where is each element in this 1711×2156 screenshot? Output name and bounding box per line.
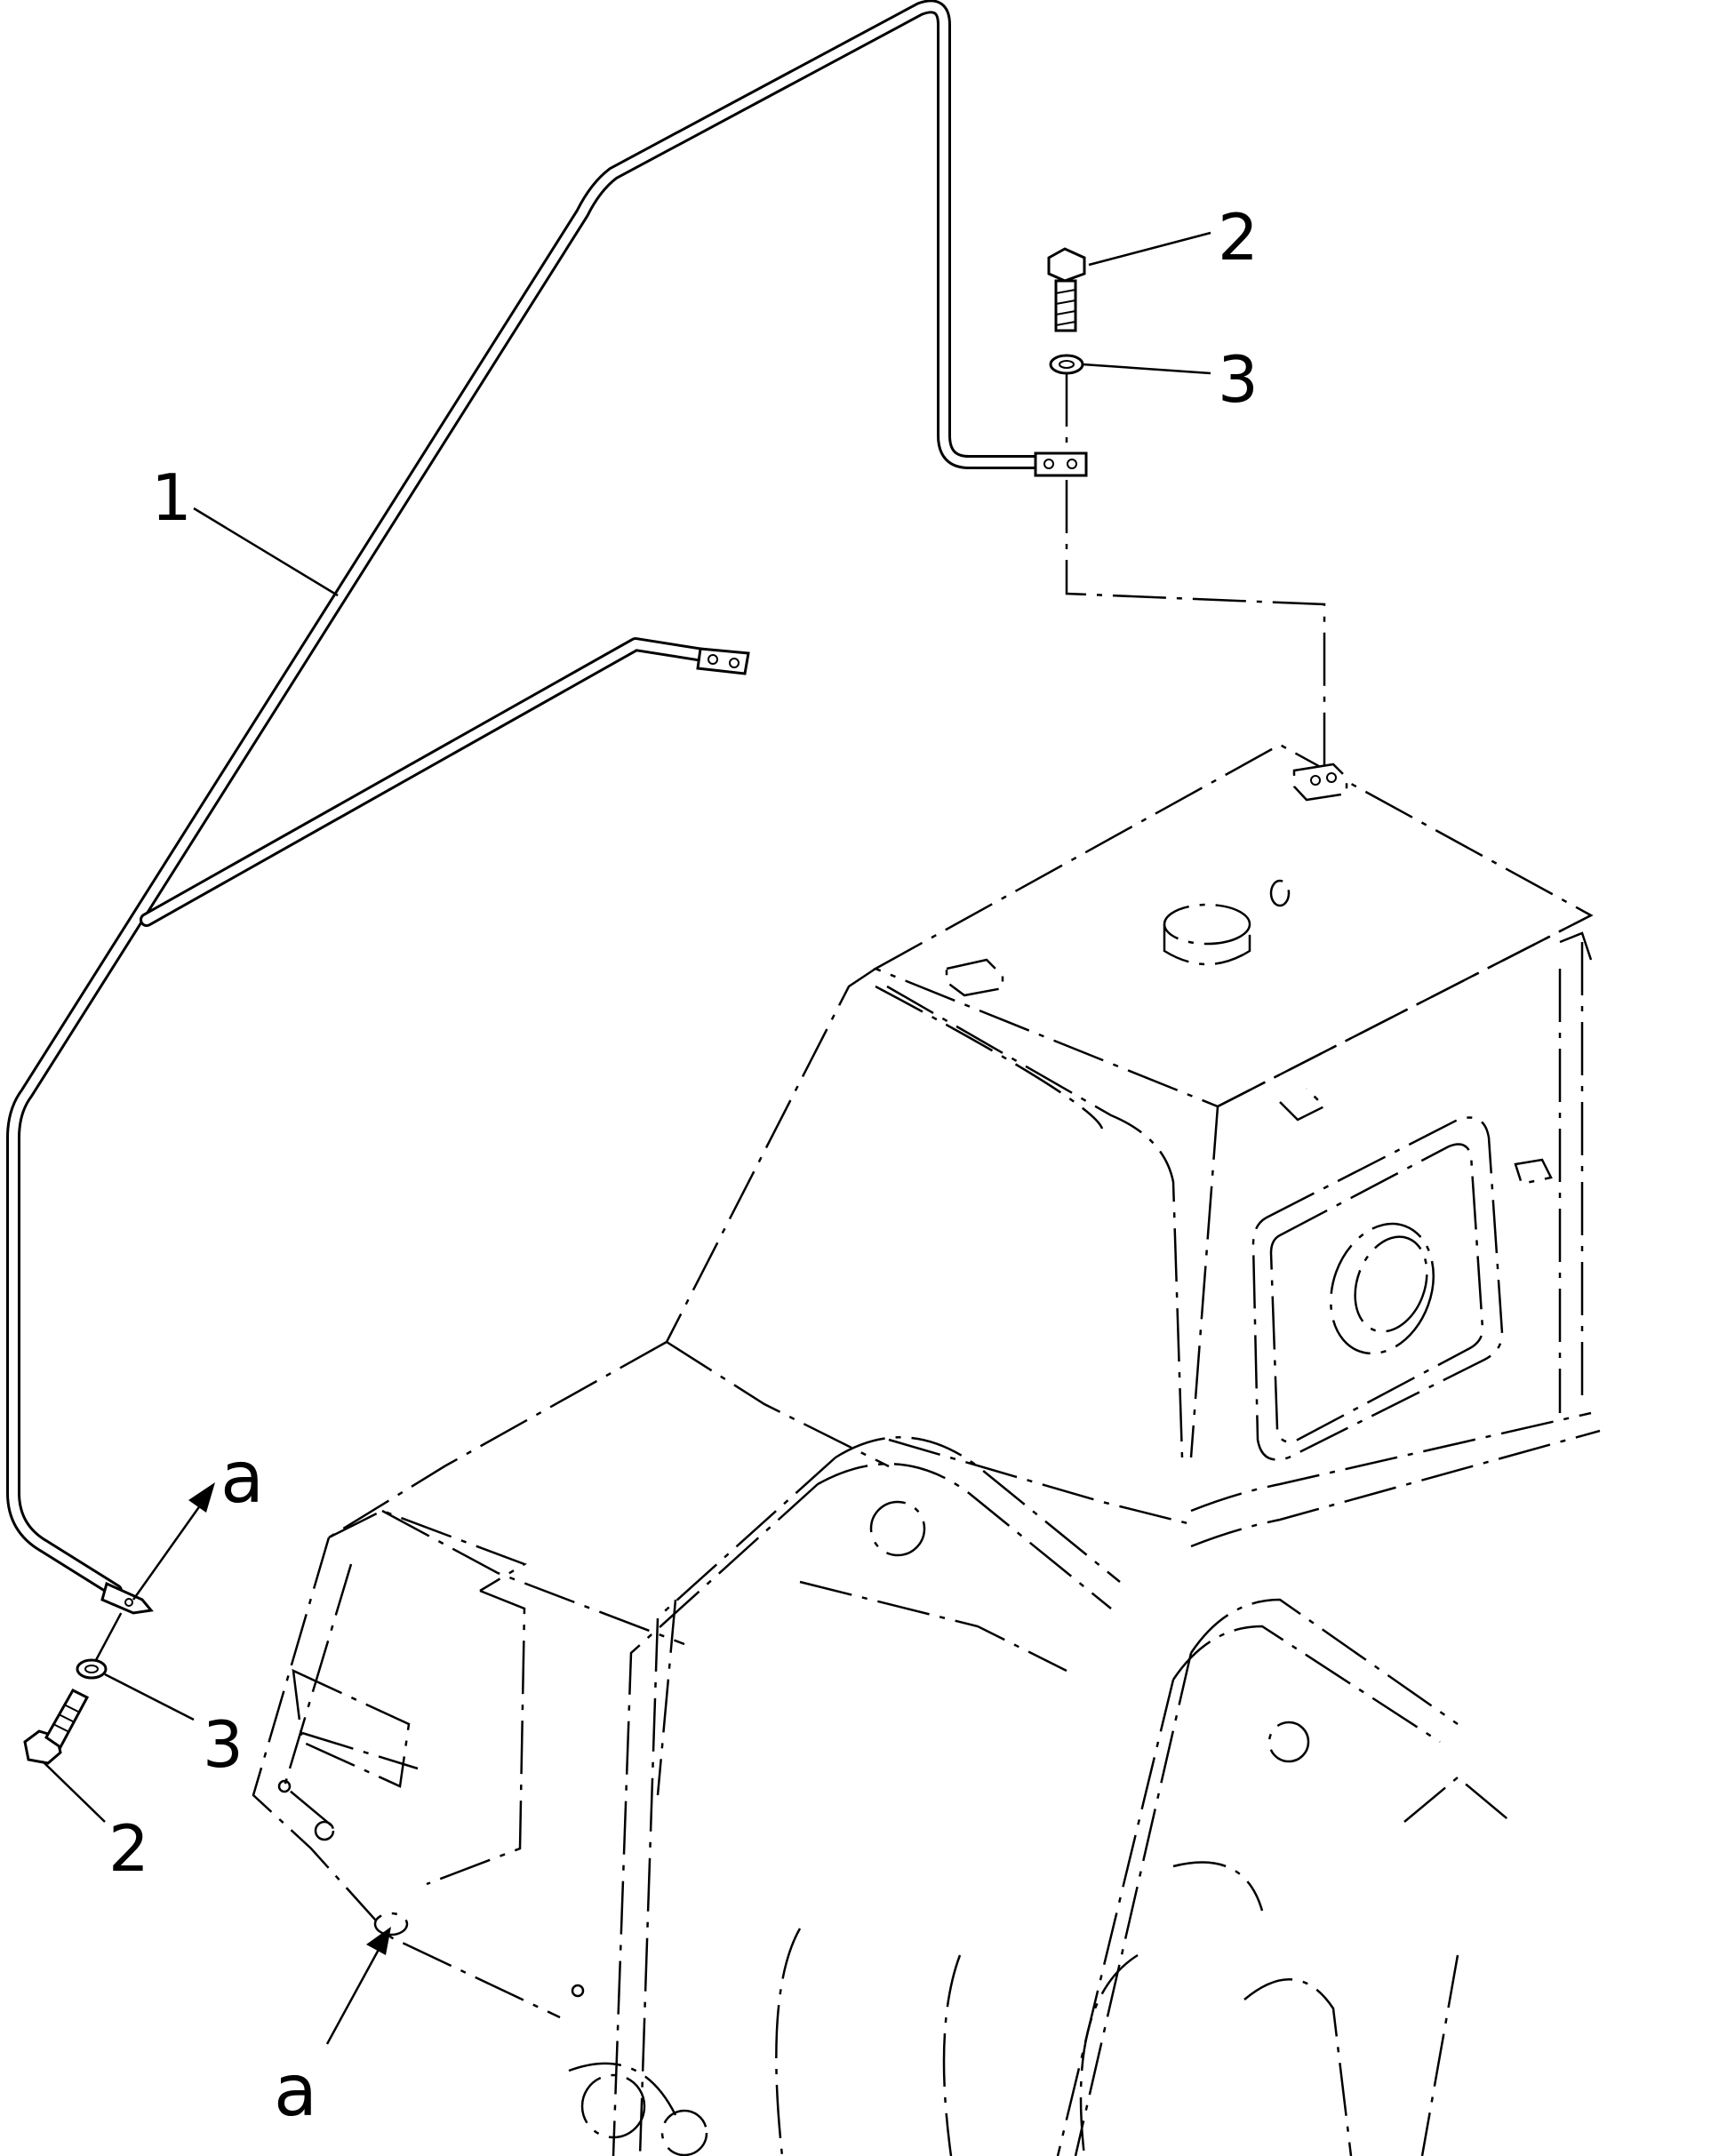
machine-frame [252,743,1601,2156]
washer-bottom [76,1658,108,1680]
callout-1: 1 [151,460,192,535]
callout-a-top: a [220,1436,264,1519]
callout-3-top: 3 [1218,342,1259,417]
leader-lines [42,231,1211,2045]
callout-2-top: 2 [1218,200,1259,275]
pipe-assembly [6,0,1088,1615]
washer-top [1049,354,1084,375]
alignment-line-bottom [94,1606,126,1661]
alignment-line-top [1065,373,1326,773]
callout-2-bottom: 2 [108,1811,149,1886]
bolt-bottom [23,1689,90,1765]
callout-3-bottom: 3 [203,1707,244,1782]
callout-a-bottom: a [274,2049,317,2132]
bolt-top [1047,247,1086,332]
